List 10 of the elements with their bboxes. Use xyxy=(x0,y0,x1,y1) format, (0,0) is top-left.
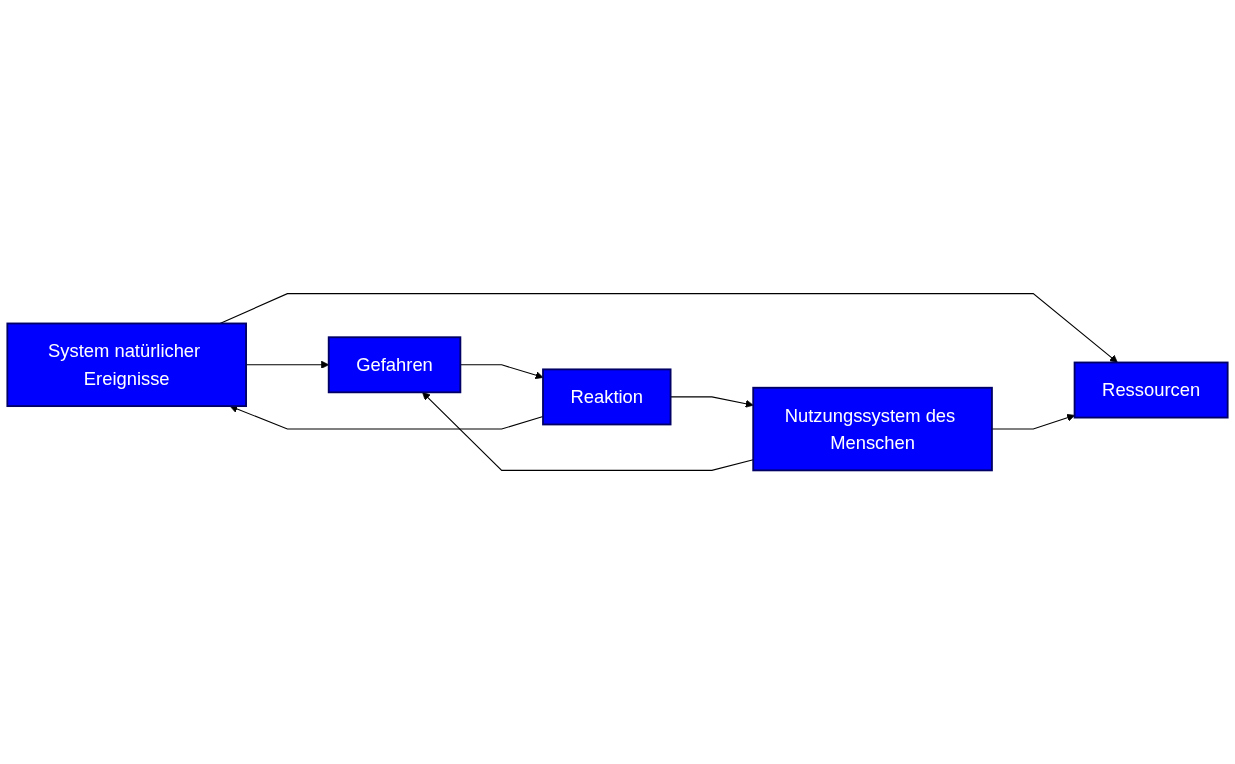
arrow xyxy=(229,405,544,430)
arrow xyxy=(422,391,754,471)
node-box: Gefahren xyxy=(327,336,462,394)
arrow xyxy=(219,293,1118,363)
node-box: System natürlicher Ereignisse xyxy=(6,322,247,408)
node-box: Nutzungssystem des Menschen xyxy=(752,386,993,472)
arrow xyxy=(670,396,754,408)
node-box: Ressourcen xyxy=(1073,361,1229,419)
node-box: Reaktion xyxy=(542,368,672,426)
arrow xyxy=(991,413,1075,430)
